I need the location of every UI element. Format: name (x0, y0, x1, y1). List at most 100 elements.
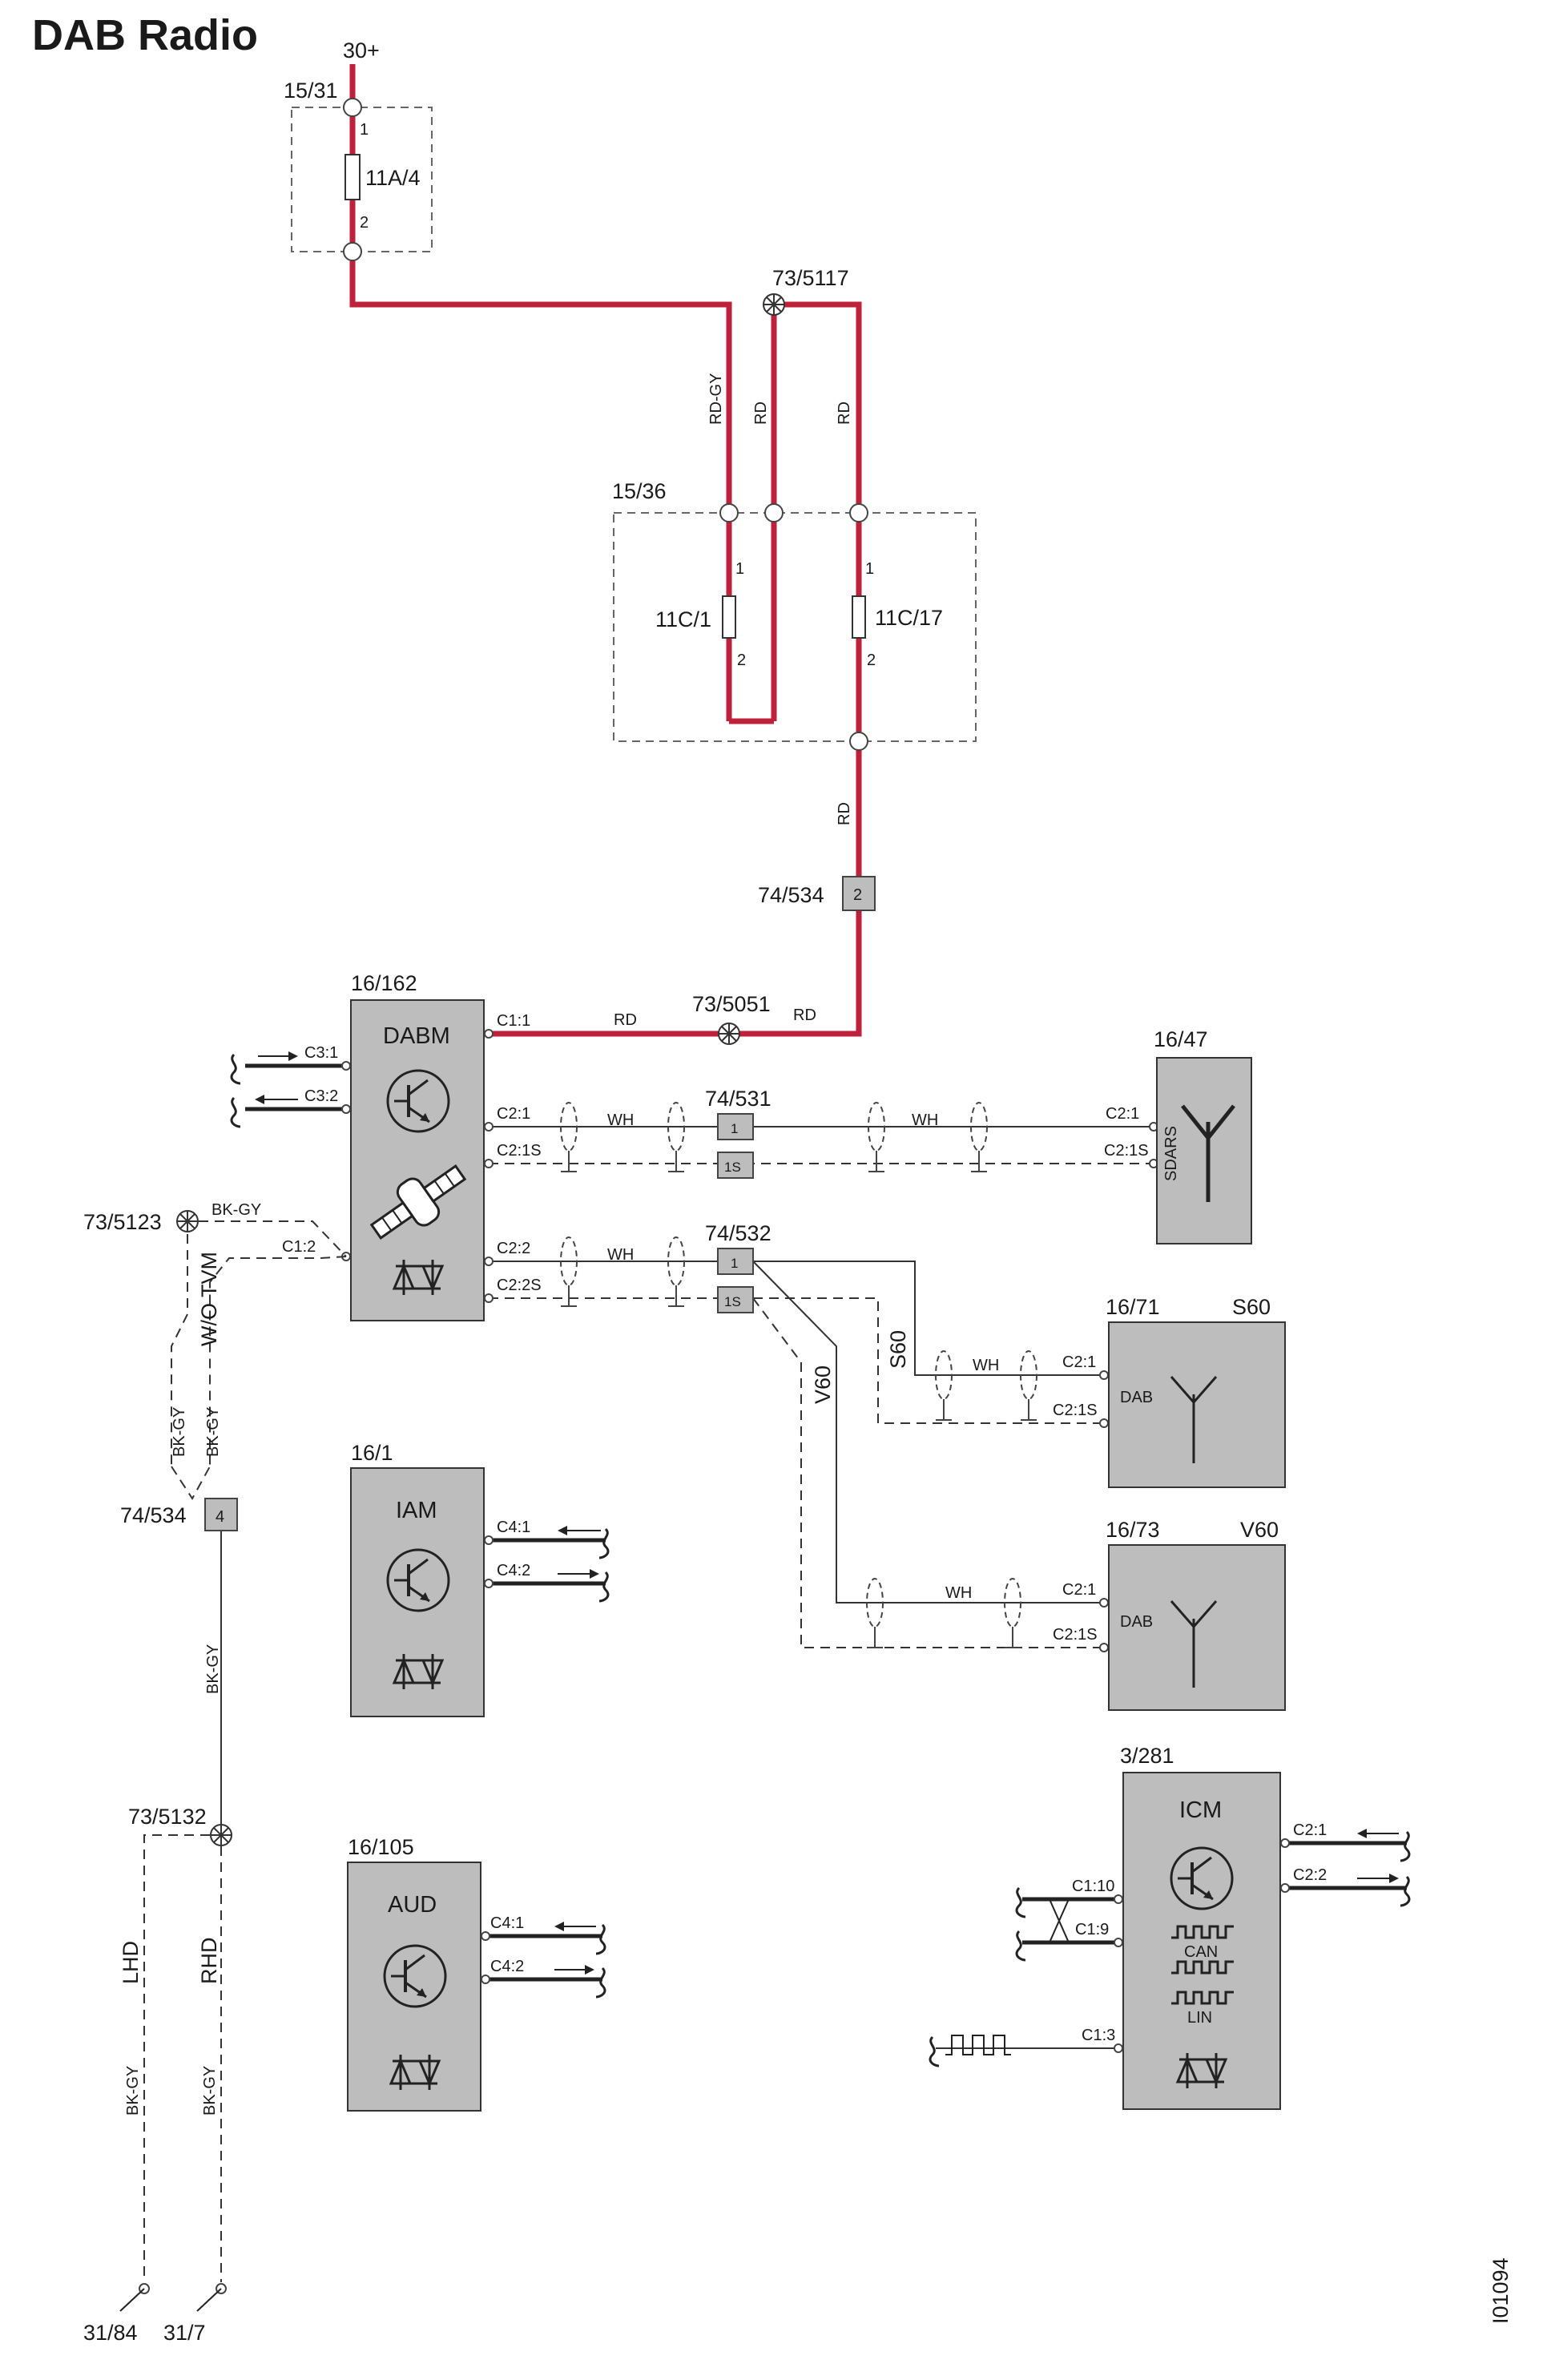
icm-lin-wire (929, 2035, 1123, 2067)
terminal-node (719, 503, 739, 522)
wire-label-bk-gy: BK-GY (201, 2066, 219, 2116)
variant-rhd: RHD (197, 1938, 221, 1985)
iam-name: IAM (396, 1498, 437, 1523)
pin-c2-1: C2:1 (1106, 1105, 1139, 1123)
pin-c2-1: C2:1 (497, 1105, 530, 1123)
wire-label-rd: RD (614, 1011, 637, 1029)
icm-module (1122, 1772, 1281, 2110)
connector-74-534-label: 74/534 (120, 1503, 187, 1527)
terminal-node (343, 98, 362, 117)
dabm-name: DABM (383, 1023, 450, 1049)
connector-74-532-label: 74/532 (705, 1221, 772, 1245)
pin-label: 2 (737, 651, 746, 669)
wire-label-wh: WH (607, 1246, 634, 1264)
sdars-name: SDARS (1162, 1126, 1180, 1181)
supply-label: 30+ (343, 38, 380, 63)
pin-c1-3: C1:3 (1082, 2027, 1115, 2044)
fuse-box-15-36-label: 15/36 (612, 479, 667, 503)
dab-name: DAB (1120, 1389, 1153, 1406)
pin-c3-2: C3:2 (304, 1087, 338, 1105)
connector-pin-label: 1 (731, 1256, 738, 1271)
variant-lhd: LHD (119, 1941, 143, 1984)
connector-74-531-pin1s (717, 1152, 754, 1179)
fuse-11c-17-label: 11C/17 (875, 606, 943, 630)
terminal-node (764, 503, 784, 522)
splice-73-5051-label: 73/5051 (692, 992, 771, 1016)
shield-icon (935, 1350, 953, 1421)
connector-pin-label: 1S (724, 1294, 741, 1309)
shield-icon (868, 1102, 885, 1172)
pin-c2-1: C2:1 (1293, 1821, 1327, 1839)
wire-label-rd: RD (836, 802, 853, 825)
dab-antenna-s60 (1108, 1321, 1286, 1488)
wire-label-rd: RD (793, 1006, 816, 1024)
dabm-id: 16/162 (351, 971, 417, 995)
wire-label-bk-gy: BK-GY (212, 1201, 261, 1219)
connector-pin-label: 4 (216, 1508, 224, 1526)
can-signal-icon (1171, 1925, 1234, 1975)
ground-31-84: 31/84 (83, 2321, 138, 2345)
wire-label-rd: RD (836, 401, 853, 425)
icm-output-bus (1280, 1829, 1411, 1907)
pin-node (341, 1104, 351, 1114)
connector-74-531-pin1 (717, 1113, 754, 1140)
sdars-antenna-cable (484, 1122, 1158, 1168)
fuse-11c-17 (852, 595, 866, 639)
splice-73-5132-label: 73/5132 (128, 1805, 207, 1829)
terminal-node (343, 242, 362, 261)
aud-module (347, 1862, 481, 2112)
wire-label-wh: WH (945, 1584, 972, 1602)
document-id: I01094 (1489, 2257, 1513, 2324)
connector-74-534-pin4 (204, 1498, 238, 1531)
pin-label: 1 (865, 560, 874, 578)
shield-icon (560, 1236, 578, 1307)
wire-label-wh: WH (607, 1111, 634, 1129)
dab-antenna-cable (484, 1257, 1109, 1652)
terminal-node (849, 732, 868, 751)
fuse-box-15-31-label: 15/31 (284, 79, 338, 103)
signal-wave-icon (945, 2035, 1011, 2055)
pin-c4-2: C4:2 (497, 1562, 530, 1579)
shield-icon (667, 1236, 685, 1307)
connector-74-534-label: 74/534 (758, 883, 824, 907)
ground-31-7: 31/7 (163, 2321, 206, 2345)
shield-icon (1004, 1578, 1021, 1648)
pin-c2-1s: C2:1S (1104, 1142, 1149, 1160)
wire-label-bk-gy: BK-GY (204, 1407, 222, 1457)
pin-c4-1: C4:1 (497, 1519, 530, 1536)
connector-74-531-label: 74/531 (705, 1087, 772, 1111)
antenna-icon (1170, 1376, 1218, 1463)
ground-wire-dabm (171, 1220, 347, 1829)
variant-s60: S60 (886, 1330, 910, 1369)
shield-icon (667, 1102, 685, 1172)
icm-name: ICM (1179, 1797, 1222, 1823)
wire-label-bk-gy: BK-GY (204, 1644, 222, 1694)
wire-label-bk-gy: BK-GY (171, 1407, 188, 1457)
lin-signal-icon (1171, 1991, 1234, 2005)
variant-wo-tvm: W/O TVM (197, 1252, 221, 1346)
terminal-node (849, 503, 868, 522)
satellite-icon (369, 1164, 467, 1240)
sdars-id: 16/47 (1154, 1027, 1208, 1051)
pin-c1-9: C1:9 (1075, 1921, 1109, 1938)
dab-v60-variant: V60 (1240, 1518, 1279, 1542)
pin-c2-2: C2:2 (497, 1240, 530, 1257)
connector-pin-label: 1 (731, 1121, 738, 1136)
fuse-box-15-36 (613, 512, 977, 742)
dabm-c3-bus (230, 1051, 346, 1128)
icm-id: 3/281 (1120, 1744, 1174, 1768)
pin-c2-1: C2:1 (1062, 1581, 1096, 1599)
wire-label-rd: RD (752, 401, 770, 425)
connector-pin-label: 1S (724, 1160, 741, 1175)
fuse-11a-4-label: 11A/4 (365, 166, 421, 190)
fuse-11c-1 (722, 595, 736, 639)
pin-c2-1s: C2:1S (1053, 1402, 1098, 1419)
pin-c2-1s: C2:1S (497, 1142, 542, 1160)
shield-icon (560, 1102, 578, 1172)
sdars-antenna-module (1156, 1057, 1252, 1244)
can-label: CAN (1184, 1943, 1218, 1961)
aud-bus (481, 1922, 606, 1999)
pin-c4-1: C4:1 (490, 1914, 524, 1932)
pin-c4-2: C4:2 (490, 1958, 524, 1975)
splice-73-5117 (763, 293, 785, 316)
